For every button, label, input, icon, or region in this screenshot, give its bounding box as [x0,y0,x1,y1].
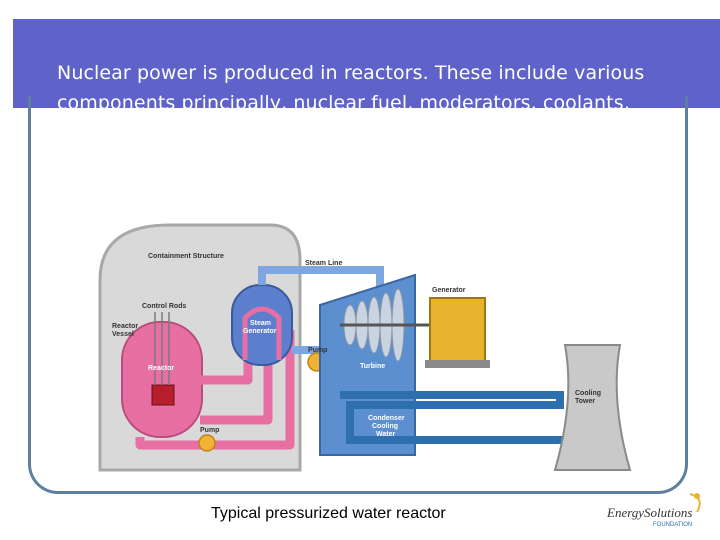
label-pump-top: Pump [308,347,327,354]
control-rods [154,312,170,385]
label-reactor: Reactor [148,365,174,372]
label-reactor-vessel-2: Vessel [112,331,134,338]
label-reactor-vessel-1: Reactor [112,323,138,330]
title-bar: Nuclear power is produced in reactors. T… [13,12,720,108]
label-steam-gen-2: Generator [243,328,277,335]
steam-generator-tubes [242,306,282,360]
label-condenser-3: Water [376,431,395,438]
label-steam-line: Steam Line [305,260,342,267]
generator-unit [429,297,486,364]
generator-base [425,360,490,368]
steam-line [258,266,384,298]
reactor-core [151,384,175,406]
svg-text:FOUNDATION: FOUNDATION [653,522,692,528]
label-cooling-tower-2: Tower [575,398,595,405]
diagram-caption: Typical pressurized water reactor [211,505,446,522]
slide-title: Nuclear power is produced in reactors. T… [57,62,645,108]
energysolutions-logo: EnergySolutions FOUNDATION [606,493,701,528]
svg-text:EnergySolutions: EnergySolutions [606,505,692,520]
label-turbine: Turbine [360,363,385,370]
label-condenser-2: Cooling [372,423,398,430]
label-pump-bottom: Pump [200,427,219,434]
label-steam-gen-1: Steam [250,320,271,327]
label-condenser-1: Condenser [368,415,405,422]
label-containment: Containment Structure [148,253,224,260]
content-frame [28,96,688,494]
label-cooling-tower-1: Cooling [575,390,601,397]
title-top-strip [13,12,720,19]
cooling-tower [553,344,632,471]
pump-bottom [198,434,216,452]
label-control-rods: Control Rods [142,303,186,310]
label-generator: Generator [432,287,466,294]
condenser-loop [340,391,590,444]
